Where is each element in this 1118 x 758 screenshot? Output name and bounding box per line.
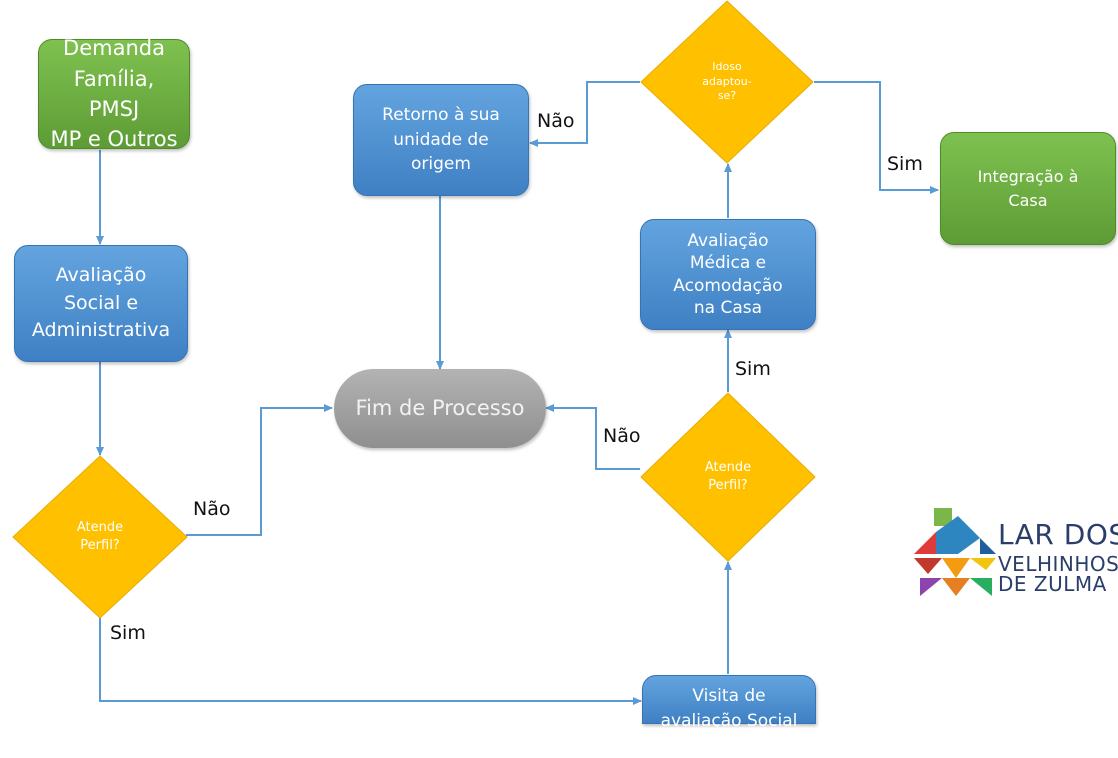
node-fim-de-processo: Fim de Processo: [334, 369, 546, 448]
lar-dos-velhinhos-logo: LAR DOS VELHINHOS DE ZULMA: [906, 508, 1118, 600]
flowchart-connectors: [96, 81, 939, 705]
edge-idoso-to-retorno: [529, 81, 640, 147]
node-avaliacao-medica-label: Avaliação Médica e Acomodação na Casa: [673, 231, 783, 318]
node-integracao: Integração à Casa: [940, 132, 1116, 245]
edge-label-sim: Sim: [887, 153, 923, 175]
node-fim-label: Fim de Processo: [355, 396, 525, 421]
logo-line-1: LAR DOS: [998, 518, 1118, 551]
node-avaliacao-social: Avaliação Social e Administrativa: [14, 245, 188, 362]
edge-label-sim: Sim: [735, 358, 771, 380]
diamond-shape: [640, 392, 816, 562]
logo-line-2: VELHINHOS: [998, 552, 1118, 576]
edge-perfil1-to-fim: [186, 404, 333, 536]
decision-atende-perfil-2-label: Atende Perfil?: [704, 460, 752, 493]
node-demanda-label: Demanda Família, PMSJ MP e Outros: [50, 36, 178, 152]
edge-label-nao: Não: [603, 425, 641, 447]
node-retorno-label: Retorno à sua unidade de origem: [382, 105, 500, 175]
logo-line-3: DE ZULMA: [998, 572, 1107, 596]
node-demanda: Demanda Família, PMSJ MP e Outros: [38, 36, 190, 151]
node-retorno: Retorno à sua unidade de origem: [353, 84, 529, 196]
decision-idoso-adaptou-label: Idoso adaptou- se?: [702, 59, 752, 103]
node-integracao-label: Integração à Casa: [977, 167, 1079, 210]
decision-atende-perfil-1: Atende Perfil?: [12, 455, 188, 619]
diamond-shape: [12, 455, 188, 619]
node-visita-label: Visita de avaliação Social e Saúde: [660, 686, 798, 756]
diamond-shape: [640, 0, 814, 164]
edge-label-nao: Não: [193, 498, 231, 520]
decision-idoso-adaptou: Idoso adaptou- se?: [640, 0, 814, 164]
edge-idoso-to-integracao: [814, 81, 939, 194]
decision-atende-perfil-1-label: Atende Perfil?: [76, 520, 124, 553]
edge-label-sim: Sim: [110, 622, 146, 644]
node-avaliacao-social-label: Avaliação Social e Administrativa: [31, 264, 171, 342]
edge-perfil2-to-fim: [545, 404, 640, 470]
logo-mark-icon: [914, 508, 996, 596]
node-visita: Visita de avaliação Social e Saúde: [642, 675, 816, 755]
node-avaliacao-medica: Avaliação Médica e Acomodação na Casa: [640, 219, 816, 330]
edge-perfil1-to-visita: [99, 618, 642, 705]
decision-atende-perfil-2: Atende Perfil?: [640, 392, 816, 562]
edge-label-nao: Não: [537, 110, 575, 132]
